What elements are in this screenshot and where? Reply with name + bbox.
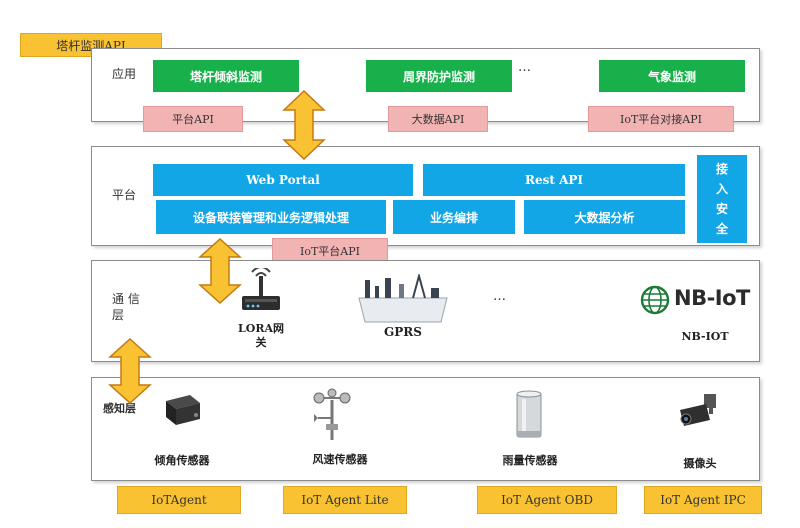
- weather-module: 气象监测: [599, 60, 745, 92]
- double-arrow-platform-comm: [198, 238, 242, 304]
- nbiot-logo-text: NB-IoT: [674, 286, 750, 310]
- device-management-block: 设备联接管理和业务逻辑处理: [156, 200, 386, 234]
- lora-gateway-label: LORA网 关: [238, 322, 284, 349]
- agent-iotagent: IoTAgent: [117, 486, 241, 514]
- communication-layer-label: 通 信 层: [112, 292, 140, 322]
- rain-sensor-icon: [514, 389, 544, 441]
- double-arrow-app-platform: [282, 90, 326, 160]
- bigdata-analysis-block: 大数据分析: [524, 200, 685, 234]
- gprs-label: GPRS: [384, 325, 422, 339]
- rain-sensor-label: 雨量传感器: [502, 454, 558, 467]
- agent-iot-agent-lite: IoT Agent Lite: [283, 486, 407, 514]
- rest-api-block: Rest API: [423, 164, 685, 196]
- sensing-layer: [91, 377, 760, 481]
- perimeter-module: 周界防护监测: [366, 60, 512, 92]
- agent-iot-agent-ipc: IoT Agent IPC: [644, 486, 762, 514]
- tower-tilt-module: 塔杆倾斜监测: [153, 60, 299, 92]
- sensing-layer-label: 感知层: [103, 402, 136, 415]
- agent-iot-agent-obd: IoT Agent OBD: [477, 486, 617, 514]
- access-security-block: 接 入 安 全: [697, 155, 747, 243]
- wind-sensor-label: 风速传感器: [312, 453, 368, 466]
- gprs-icon: [355, 274, 451, 324]
- nbiot-logo-icon: [640, 285, 670, 315]
- orchestration-block: 业务编排: [393, 200, 515, 234]
- bigdata-api-tag: 大数据API: [388, 106, 488, 132]
- tilt-sensor-icon: [160, 393, 204, 429]
- tilt-sensor-label: 倾角传感器: [154, 454, 210, 467]
- web-portal-block: Web Portal: [153, 164, 413, 196]
- wind-sensor-icon: [312, 388, 352, 444]
- nbiot-label: NB-IOT: [681, 330, 729, 343]
- comm-ellipsis: …: [493, 289, 506, 304]
- double-arrow-comm-sensing: [108, 338, 152, 404]
- iot-platform-api-bridge: IoT平台API: [272, 238, 388, 264]
- camera-icon: [676, 392, 720, 432]
- app-ellipsis: …: [518, 60, 531, 75]
- platform-api-tag: 平台API: [143, 106, 243, 132]
- iot-platform-api-tag: IoT平台对接API: [588, 106, 734, 132]
- platform-layer-label: 平台: [112, 188, 137, 202]
- application-layer-label: 应用: [112, 67, 137, 81]
- lora-gateway-icon: [236, 268, 286, 320]
- camera-label: 摄像头: [683, 457, 717, 470]
